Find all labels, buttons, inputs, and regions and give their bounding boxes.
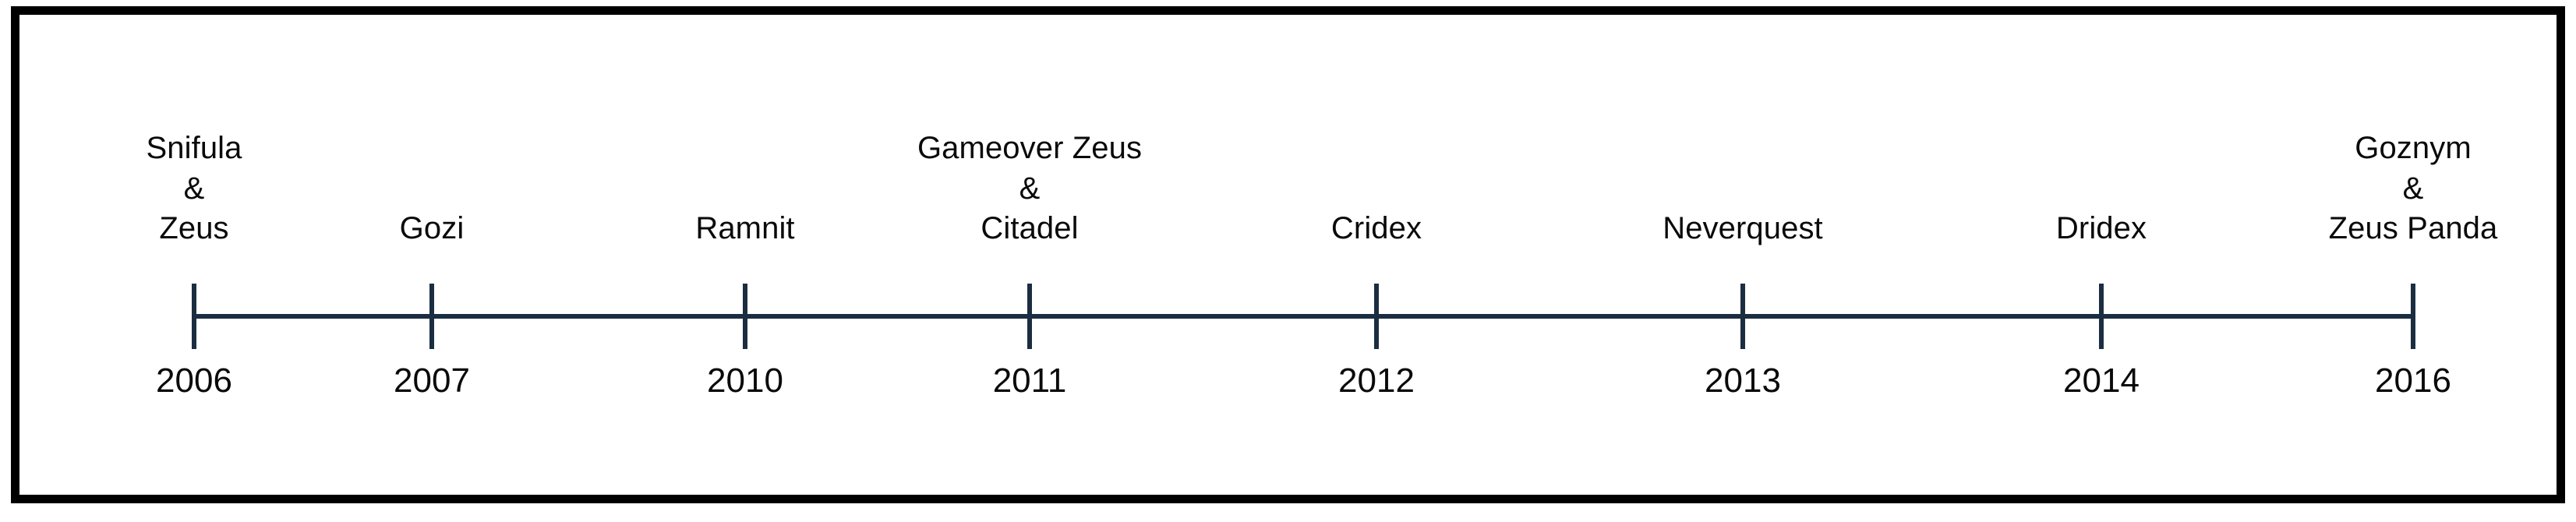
axis-tick-2006 — [192, 284, 196, 349]
event-label-2016: Goznym & Zeus Panda — [2329, 129, 2498, 249]
event-label-line: Gozi — [399, 210, 465, 245]
figure-border-frame: Snifula & Zeus 2006 Gozi 2007 Ramnit 2010 Gameov… — [11, 6, 2565, 503]
event-label-2013: Neverquest — [1663, 209, 1823, 249]
year-label-2013: 2013 — [1705, 362, 1781, 400]
year-label-2010: 2010 — [707, 362, 783, 400]
event-label-line: Snifula — [146, 131, 242, 166]
event-label-line: Gameover Zeus — [917, 131, 1143, 166]
event-label-line: & — [2402, 171, 2424, 206]
axis-tick-2013 — [1740, 284, 1745, 349]
event-label-2011: Gameover Zeus & Citadel — [917, 129, 1142, 249]
year-label-2011: 2011 — [992, 362, 1067, 400]
event-label-line: Dridex — [2055, 210, 2147, 245]
year-label-2006: 2006 — [156, 362, 232, 400]
axis-tick-2010 — [743, 284, 747, 349]
timeline-axis-line — [194, 314, 2413, 319]
event-label-line: Goznym — [2355, 131, 2472, 166]
event-label-2014: Dridex — [2056, 209, 2147, 249]
axis-tick-2011 — [1027, 284, 1032, 349]
event-label-line: Zeus — [159, 210, 229, 245]
event-label-line: Neverquest — [1663, 210, 1823, 245]
event-label-line: Ramnit — [695, 210, 795, 245]
event-label-2010: Ramnit — [695, 209, 794, 249]
event-label-2012: Cridex — [1331, 209, 1422, 249]
axis-tick-2016 — [2411, 284, 2415, 349]
event-label-line: & — [1019, 171, 1041, 206]
event-label-2006: Snifula & Zeus — [146, 129, 242, 249]
event-label-line: & — [183, 171, 205, 206]
event-label-2007: Gozi — [400, 209, 465, 249]
year-label-2016: 2016 — [2375, 362, 2451, 400]
year-label-2007: 2007 — [394, 362, 470, 400]
axis-tick-2007 — [429, 284, 434, 349]
event-label-line: Zeus Panda — [2328, 210, 2498, 245]
timeline-canvas: Snifula & Zeus 2006 Gozi 2007 Ramnit 2010 Gameov… — [19, 15, 2557, 495]
year-label-2014: 2014 — [2063, 362, 2140, 400]
event-label-line: Citadel — [981, 210, 1079, 245]
axis-tick-2012 — [1374, 284, 1379, 349]
year-label-2012: 2012 — [1338, 362, 1415, 400]
axis-tick-2014 — [2099, 284, 2104, 349]
event-label-line: Cridex — [1330, 210, 1422, 245]
